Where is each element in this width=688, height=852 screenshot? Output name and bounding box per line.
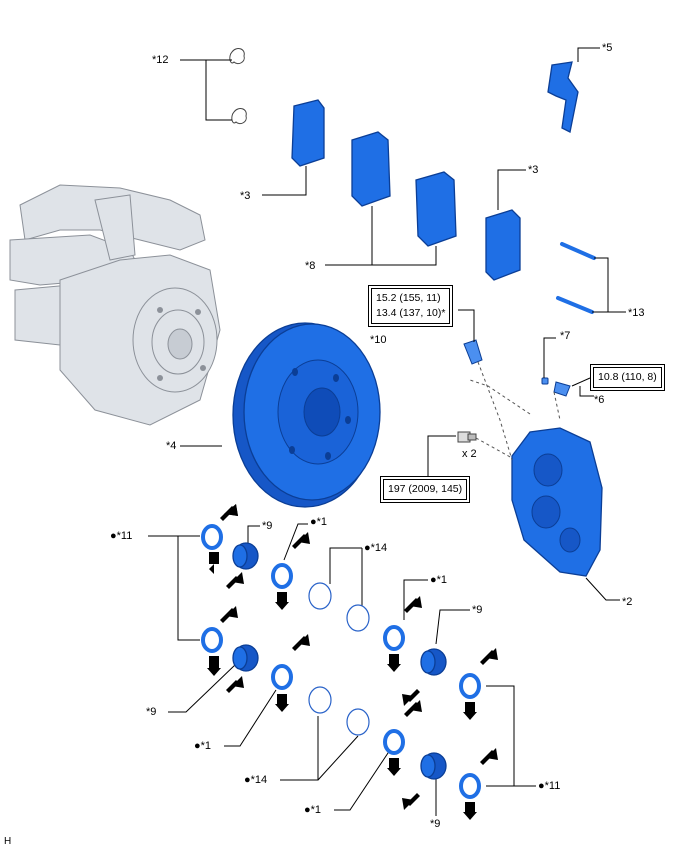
seal-ring-right-lower [459,773,481,799]
callout-1-lower: ●*1 [304,804,322,816]
torque-bleeder-value: 10.8 (110, 8) [593,367,662,388]
brake-pad-1 [291,99,325,167]
callout-14-lower: ●*14 [244,774,268,786]
piston-seal-2 [346,604,370,632]
callout-1-right-upper: ●*1 [430,574,448,586]
piston-seal-1 [308,582,332,610]
seal-ring-left-upper [201,524,223,550]
callout-3-left: *3 [240,190,251,202]
callout-1-upper: ●*1 [310,516,328,528]
bleeder-plug [553,381,571,397]
bolt-quantity: x 2 [462,448,477,460]
callout-14-upper: ●*14 [364,542,388,554]
brake-pad-3 [415,171,457,247]
brake-disc [232,322,381,508]
torque-box-caliper-bolt: 197 (2009, 145) [380,476,471,503]
torque-fitting-line1: 15.2 (155, 11) [376,292,441,304]
piston-boot-1 [271,563,293,589]
grease-arrows [207,504,498,820]
callout-8: *8 [305,260,316,272]
callout-4: *4 [166,440,177,452]
callout-5: *5 [602,42,613,54]
callout-9-left-upper: *9 [262,520,273,532]
piston-seal-3 [308,686,332,714]
piston-boot-2 [271,664,293,690]
callout-7: *7 [560,330,571,342]
seal-ring-left-lower [201,627,223,653]
torque-fitting-line2: 13.4 (137, 10)* [376,307,446,319]
seal-ring-right-upper [459,673,481,699]
callout-9-right-lower: *9 [430,818,441,830]
callout-10: *10 [370,334,387,346]
bleeder-dash-line [553,391,561,421]
callout-3-right: *3 [528,164,539,176]
callout-9-right-upper: *9 [472,604,483,616]
callout-11-right: ●*11 [538,780,561,792]
shim-clip-lower [231,108,247,125]
shim-clip-upper [229,48,245,65]
callout-1-left-lower: ●*1 [194,740,212,752]
pad-pin-upper [560,242,596,260]
pin-dash-line [469,379,531,415]
brake-line-fitting [463,339,483,365]
piston-seal-4 [346,708,370,736]
bleeder-cap [541,377,549,385]
piston-left-lower [232,644,259,672]
piston-left-upper [232,542,259,570]
piston-right-upper [420,648,447,676]
fitting-dash-line [477,361,513,461]
figure-code: H [4,836,12,847]
callout-9-left-lower: *9 [146,706,157,718]
brake-pad-2 [351,131,391,207]
piston-boot-3 [383,625,405,651]
torque-box-bleeder: 10.8 (110, 8) [590,364,665,391]
piston-boot-4 [383,729,405,755]
callout-11-left: ●*11 [110,530,133,542]
brake-caliper [511,427,603,577]
callout-12: *12 [152,54,169,66]
caliper-bolt [457,431,477,443]
leader-lines [148,47,626,816]
callout-2: *2 [622,596,633,608]
torque-caliper-bolt-value: 197 (2009, 145) [383,479,468,500]
callout-13: *13 [628,307,645,319]
pad-support-plate [547,61,579,133]
callout-6: *6 [594,394,605,406]
pad-pin-lower [556,296,594,314]
hub-knuckle-assembly [9,184,221,426]
brake-pad-4 [485,209,521,281]
bolt-dash-line [475,437,513,459]
torque-box-fitting: 15.2 (155, 11) 13.4 (137, 10)* [368,285,454,327]
piston-right-lower [420,752,447,780]
